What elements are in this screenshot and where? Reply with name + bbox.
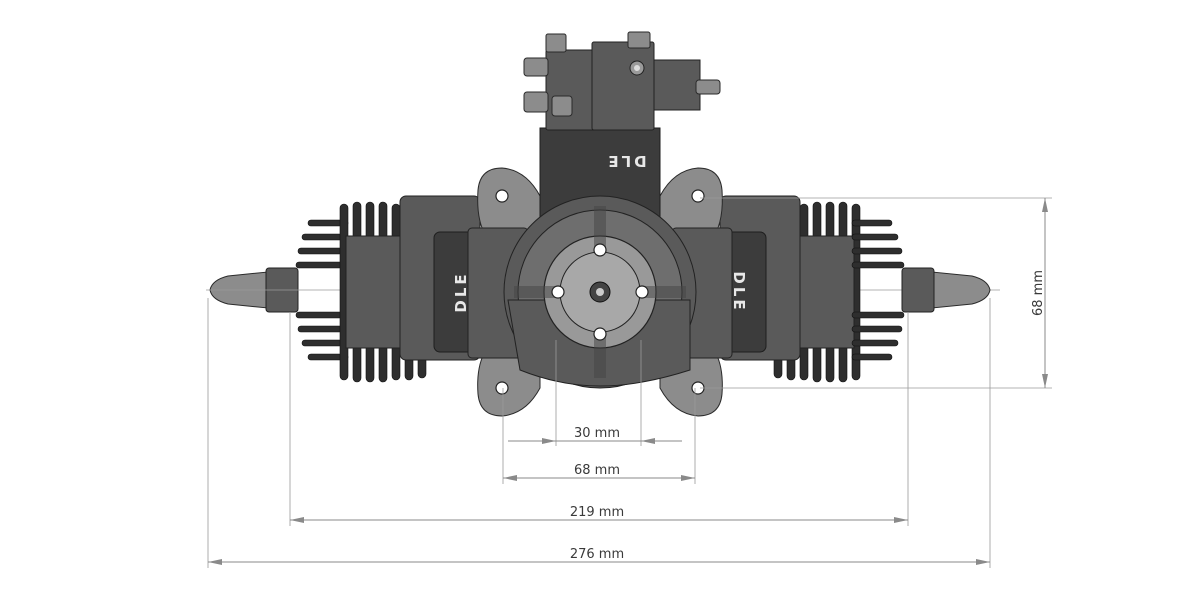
central-hub bbox=[503, 195, 697, 389]
right-cylinder-logo: DLE bbox=[730, 271, 748, 312]
dimension-lines bbox=[207, 197, 1052, 568]
right-head-fins bbox=[851, 219, 905, 361]
dimension-bolt-spacing: 30 mm bbox=[574, 426, 620, 441]
left-head-fins bbox=[295, 219, 349, 361]
left-cylinder-logo: DLE bbox=[452, 271, 470, 312]
dimension-mount-width: 68 mm bbox=[574, 463, 620, 478]
right-spark-plug bbox=[901, 267, 991, 313]
carburetor-logo: DLE bbox=[605, 152, 646, 170]
dimension-cylinder-span: 219 mm bbox=[570, 505, 624, 520]
engine-illustration: DLE DLE bbox=[206, 31, 1000, 417]
dimension-overall-length: 276 mm bbox=[570, 547, 624, 562]
dimension-mount-height: 68 mm bbox=[1031, 270, 1046, 316]
